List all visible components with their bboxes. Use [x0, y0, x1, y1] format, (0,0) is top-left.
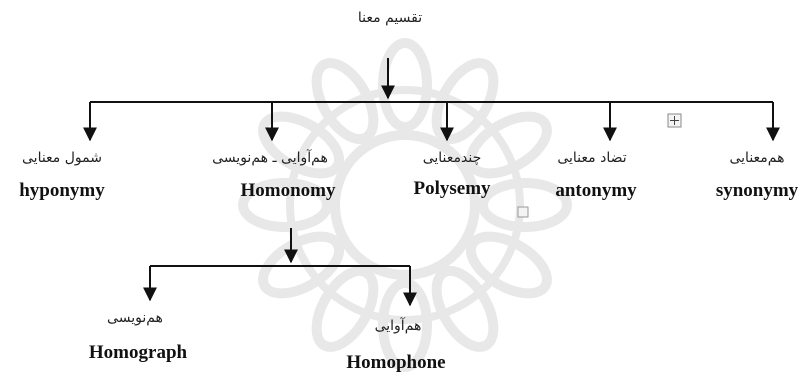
- homograph-en-label: Homograph: [88, 342, 188, 363]
- watermark-petal: [378, 278, 432, 372]
- hyponymy-en-label: hyponymy: [19, 180, 105, 201]
- connectors: [83, 58, 780, 307]
- move-handle-icon[interactable]: [667, 113, 682, 128]
- watermark-petal: [311, 58, 379, 145]
- synonymy-fa-label: هم‌معنایی: [729, 150, 785, 166]
- hyponymy-fa-label: شمول معنایی: [22, 150, 102, 166]
- watermark-petal: [465, 231, 552, 299]
- homograph-fa-label: هم‌نویسی: [107, 310, 163, 326]
- watermark-petal: [378, 38, 432, 132]
- polysemy-fa-label: چندمعنایی: [422, 150, 482, 166]
- homophone-en-label: Homophone: [346, 352, 446, 373]
- homophone-fa-label: هم‌آوایی: [374, 318, 422, 334]
- antonymy-en-label: antonymy: [555, 180, 637, 201]
- watermark-petal: [238, 178, 332, 232]
- watermark-petal: [258, 111, 345, 179]
- watermark-petal: [311, 265, 379, 352]
- watermark-rosette-icon: [238, 38, 572, 372]
- homonomy-fa-label: هم‌آوایی ـ هم‌نویسی: [212, 150, 328, 166]
- antonymy-fa-label: تضاد معنایی: [557, 150, 627, 166]
- watermark-petal: [465, 111, 552, 179]
- resize-handle-icon[interactable]: [517, 206, 529, 218]
- root-label: تقسیم معنا: [357, 10, 423, 26]
- watermark-petal: [431, 265, 499, 352]
- homonomy-en-label: Homonomy: [240, 180, 336, 201]
- polysemy-en-label: Polysemy: [413, 178, 491, 199]
- synonymy-en-label: synonymy: [715, 180, 799, 201]
- watermark-petal: [478, 178, 572, 232]
